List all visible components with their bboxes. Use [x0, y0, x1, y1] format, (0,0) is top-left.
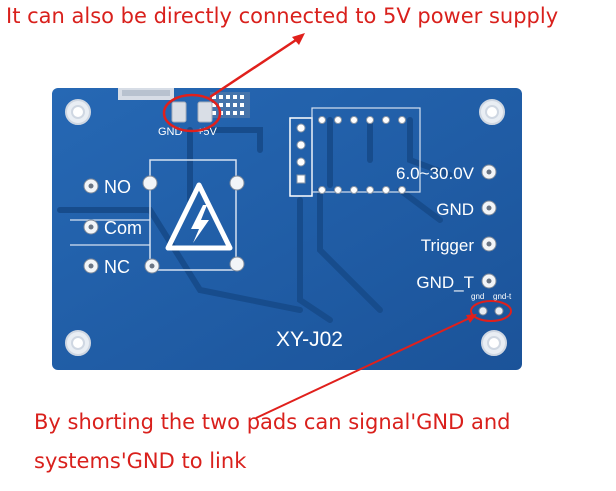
high-voltage-warning-icon	[165, 182, 233, 251]
annotation-gnd-pads	[255, 300, 512, 419]
pcb-board	[52, 88, 522, 370]
ic-pin-header	[289, 107, 421, 197]
small-gnd-pads	[478, 306, 504, 316]
power-solder-pads	[171, 101, 213, 123]
input-label-gnd-t: GND_T	[416, 273, 474, 292]
small-pad-label-gnd: gnd	[471, 292, 484, 301]
terminal-label-nc: NC	[104, 257, 130, 277]
annotation-5v-pads	[162, 33, 305, 133]
bottom-caption-line-2: systems'GND to link	[34, 449, 247, 473]
relay-terminal-screws	[83, 178, 160, 274]
top-caption: It can also be directly connected to 5V …	[6, 4, 559, 28]
relay-solder-points	[142, 175, 245, 272]
board-model-label: XY-J02	[276, 328, 343, 351]
terminal-label-no: NO	[104, 177, 131, 197]
mounting-holes	[65, 99, 507, 356]
input-label-gnd: GND	[436, 200, 474, 219]
input-terminal-screws	[481, 164, 497, 289]
input-label-voltage: 6.0~30.0V	[396, 164, 475, 183]
terminal-label-com: Com	[104, 218, 142, 238]
relay-outline	[149, 159, 237, 271]
bottom-caption-line-1: By shorting the two pads can signal'GND …	[34, 410, 511, 434]
small-pad-label-gnd-t: gnd-t	[493, 292, 512, 301]
input-label-trigger: Trigger	[421, 236, 475, 255]
